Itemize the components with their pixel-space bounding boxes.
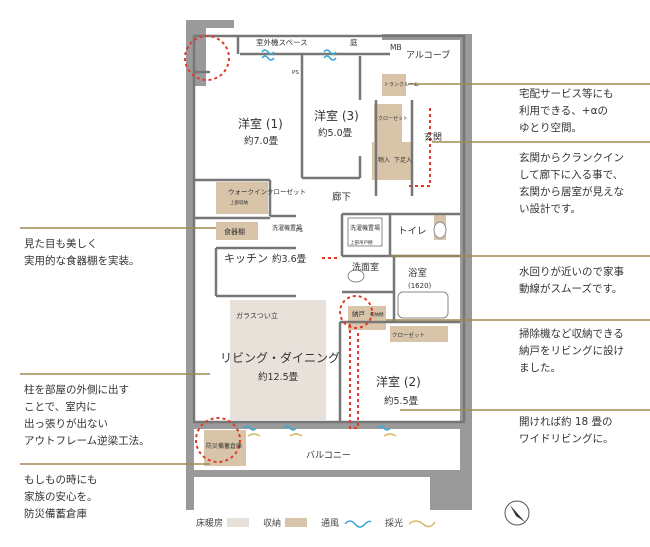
label-western3-size: 約5.0畳 <box>318 127 353 139</box>
label-emergency: 防災備蓄倉庫 <box>206 442 242 450</box>
label-ps-1: PS <box>292 70 299 76</box>
label-shoe-box: 下足入 <box>394 157 412 164</box>
note-entrance: 玄関からクランクイン して廊下に入る事で、 玄関から居室が見えな い設計です。 <box>519 152 624 215</box>
label-walkin-sub: 上部収納 <box>230 199 248 206</box>
label-western2-size: 約5.5畳 <box>384 395 419 407</box>
label-living: リビング・ダイニング <box>220 350 340 365</box>
label-pantry-sub: 収納棚 <box>370 311 384 318</box>
label-dish-shelf: 食器棚 <box>224 227 245 236</box>
label-mb: MB <box>390 43 402 52</box>
label-corridor: 廊下 <box>332 191 351 203</box>
label-glass-wall: ガラスつい立 <box>236 311 278 320</box>
note-wide: 開ければ約 18 畳の ワイドリビングに。 <box>519 416 614 445</box>
legend-floor-heat: 床暖房 <box>196 519 224 529</box>
red-guides <box>184 35 431 463</box>
leader-lines <box>20 83 650 465</box>
note-pillar: 柱を部屋の外側に出す ことで、室内に 出っ張りが出ない アウトフレーム逆梁工法。 <box>24 384 150 447</box>
rooms-fill <box>204 74 448 466</box>
label-pantry: 納戸 <box>352 309 366 318</box>
label-ps-2: PS <box>296 228 303 234</box>
note-water: 水回りが近いので家事 動線がスムーズです。 <box>519 266 624 295</box>
ventilation-icon <box>344 519 372 528</box>
label-garden: 庭 <box>350 37 358 47</box>
interior-walls <box>192 34 466 424</box>
label-western1-size: 約7.0畳 <box>244 135 279 147</box>
note-delivery: 宅配サービス等にも 利用できる、+αの ゆとり空間。 <box>519 88 614 134</box>
label-bath-size: (1620) <box>408 282 432 290</box>
legend-storage-swatch <box>285 518 308 527</box>
fixtures <box>347 217 449 319</box>
daylight-icon <box>408 519 436 527</box>
legend: 床暖房 収納 通風 採光 <box>196 516 437 529</box>
label-storage-in: 物入 <box>378 156 390 164</box>
label-closet: クローゼット <box>378 115 408 122</box>
legend-ventilation: 通風 <box>321 519 340 529</box>
compass-icon <box>504 500 530 526</box>
label-washer: 洗濯機置場 <box>350 224 380 232</box>
label-trunk-room: トランクルーム <box>384 82 419 88</box>
legend-daylight: 採光 <box>385 519 404 529</box>
label-toilet: トイレ <box>398 226 427 237</box>
label-washroom: 洗面室 <box>352 261 379 273</box>
label-kitchen-size: 約3.6畳 <box>272 253 307 265</box>
label-closet2: クローゼット <box>392 331 425 339</box>
note-pantry: 掃除機など収納できる 納戸をリビングに設け ました。 <box>519 328 624 374</box>
label-living-size: 約12.5畳 <box>258 371 299 383</box>
daylight-marks <box>247 433 397 437</box>
label-western2: 洋室 (2) <box>376 374 421 389</box>
label-walkin: ウォークインクローゼット <box>228 187 306 196</box>
note-storage: もしもの時にも 家族の安心を。 防災備蓄倉庫 <box>24 474 98 520</box>
label-washer-dryer: 洗濯機置場 <box>272 224 302 232</box>
ventilation-waves <box>243 49 391 431</box>
label-bath: 浴室 <box>408 267 427 279</box>
label-washer-sub: 上部吊戸棚 <box>350 239 373 246</box>
legend-storage: 収納 <box>263 519 282 529</box>
legend-floor-heat-swatch <box>227 518 250 527</box>
note-dish: 見た目も美しく 実用的な食器棚を実装。 <box>24 238 140 267</box>
label-outdoor-unit: 室外機スペース <box>256 37 308 47</box>
label-alcove: アルコーブ <box>406 49 450 61</box>
label-western1: 洋室 (1) <box>238 116 283 131</box>
label-balcony: バルコニー <box>306 450 351 461</box>
label-kitchen: キッチン <box>224 252 268 265</box>
label-entrance: 玄関 <box>424 131 442 143</box>
label-western3: 洋室 (3) <box>314 108 359 123</box>
